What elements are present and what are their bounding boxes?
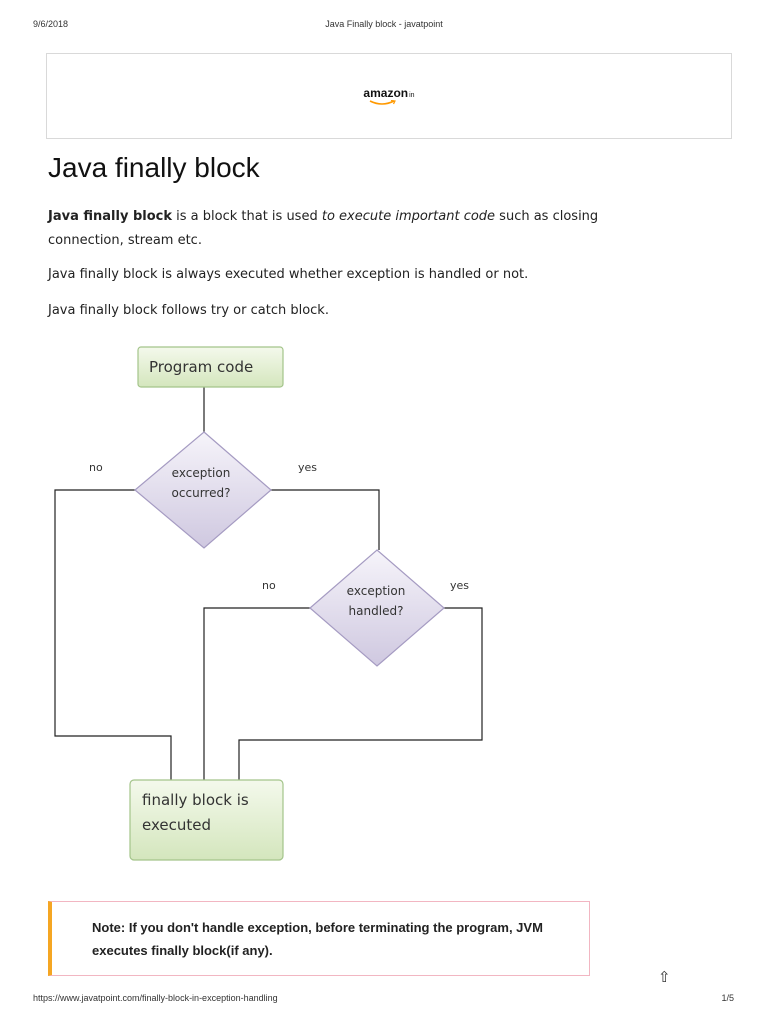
paragraph-follows-try: Java finally block follows try or catch … (48, 303, 329, 318)
paragraph-always-executed: Java finally block is always executed wh… (48, 267, 529, 282)
connector-not-handled (203, 607, 310, 780)
page-title: Java finally block (48, 152, 260, 183)
label-yes-occurred: yes (298, 461, 317, 474)
process-program-code: Program code (137, 346, 284, 388)
process-finally-executed: finally block is executed (129, 779, 284, 861)
note-text: Note: If you don't handle exception, bef… (92, 920, 543, 958)
finally-flowchart: Program code exception occurred? no yes … (54, 346, 483, 861)
decision1-line1: exception (172, 466, 231, 480)
label-no-occurred: no (89, 461, 103, 474)
intro-text-end: such as closing connection, stream etc. (48, 209, 599, 248)
flowchart-connectors (54, 387, 483, 780)
print-header: 9/6/2018 Java Finally block - javatpoint (0, 19, 768, 33)
print-url: https://www.javatpoint.com/finally-block… (33, 993, 278, 1003)
intro-paragraph: Java finally block is a block that is us… (48, 205, 608, 253)
connector-yes-occurred (271, 489, 380, 550)
finally-label-line2: executed (142, 816, 211, 834)
note-box: Note: If you don't handle exception, bef… (48, 901, 590, 976)
intro-bold-term: Java finally block (48, 209, 173, 224)
amazon-logo-suffix: in (409, 92, 415, 99)
print-footer: https://www.javatpoint.com/finally-block… (0, 993, 768, 1007)
decision1-line2: occurred? (172, 486, 231, 500)
ad-banner[interactable]: amazonin (46, 53, 732, 139)
scroll-up-icon[interactable]: ⇧ (658, 968, 671, 986)
decision-exception-occurred: exception occurred? (134, 431, 272, 549)
print-date: 9/6/2018 (33, 19, 69, 29)
intro-text-mid: is a block that is used (172, 209, 322, 224)
amazon-logo-text: amazon (363, 86, 409, 100)
finally-label-line1: finally block is (142, 791, 249, 809)
decision-exception-handled: exception handled? (309, 549, 445, 667)
amazon-logo[interactable]: amazonin (47, 86, 731, 106)
print-page-title: Java Finally block - javatpoint (325, 19, 443, 29)
amazon-smile-icon (369, 100, 396, 105)
decision2-line1: exception (347, 584, 406, 598)
decision2-line2: handled? (349, 604, 404, 618)
connector-handled (238, 607, 483, 780)
label-yes-handled: yes (450, 579, 469, 592)
program-code-label: Program code (149, 358, 253, 376)
intro-emphasis: to execute important code (321, 209, 496, 224)
print-page-number: 1/5 (721, 993, 734, 1003)
label-no-handled: no (262, 579, 276, 592)
connector-no-occurred (54, 489, 172, 780)
